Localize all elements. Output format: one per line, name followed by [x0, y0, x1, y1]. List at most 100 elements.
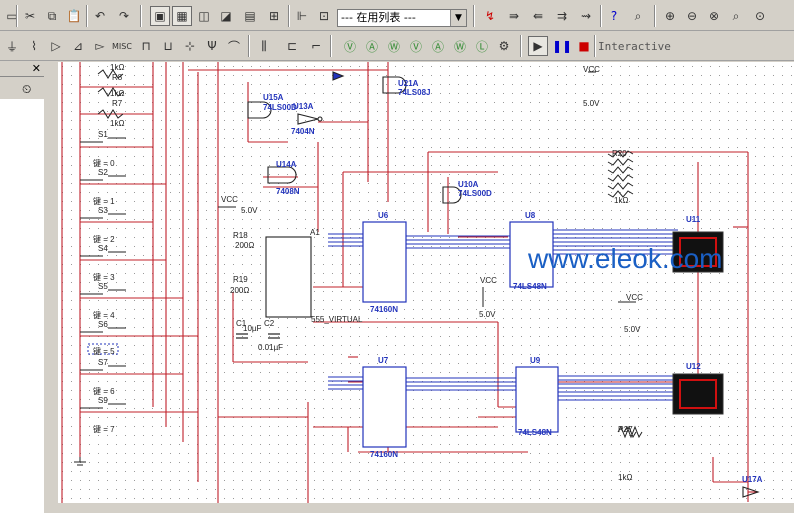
u6-type: 74160N — [370, 305, 398, 314]
vcc-mid-label: VCC — [480, 276, 497, 285]
r7-value: 1kΩ — [110, 119, 124, 128]
forward-annotate-icon[interactable]: ⇉ — [556, 9, 568, 23]
function-generator-icon[interactable]: Ⓐ — [365, 39, 378, 54]
back-annotate-icon[interactable]: ⇚ — [532, 9, 544, 23]
ladder-icon[interactable]: ⫼ — [261, 38, 267, 53]
electromech-icon[interactable]: ⌒ — [227, 39, 240, 54]
bode-plotter-icon[interactable]: Ⓐ — [431, 39, 444, 54]
mixed-icon[interactable]: ⊹ — [184, 39, 196, 53]
s5-key: 键 = 4 — [93, 310, 115, 320]
interactive-mode-label[interactable]: Interactive — [598, 40, 671, 53]
capacitors[interactable] — [236, 333, 280, 339]
in-use-list-value: --- 在用列表 --- — [341, 11, 416, 24]
switch-bank[interactable] — [80, 69, 126, 409]
oscilloscope-icon[interactable]: Ⓥ — [409, 39, 422, 54]
s4-label: S4 — [98, 244, 108, 253]
resistor-array-r20[interactable] — [607, 150, 634, 198]
toolbar-separator — [600, 5, 602, 27]
vcc-right-label: VCC — [626, 293, 643, 302]
new-subcircuit-icon[interactable]: ⊡ — [318, 9, 330, 23]
hierarchy-icon[interactable]: ⊩ — [296, 9, 308, 23]
horizontal-scrollbar[interactable] — [58, 503, 794, 513]
a1-label: A1 — [310, 228, 320, 237]
rf-icon[interactable]: Ψ — [207, 39, 217, 53]
pause-simulation-icon[interactable]: ❚❚ — [551, 39, 573, 53]
redo-icon[interactable]: ↷ — [118, 9, 130, 23]
zoom-in-icon[interactable]: ⊕ — [664, 9, 676, 23]
toolbar-separator — [140, 5, 142, 27]
basic-icon[interactable]: ⌇ — [31, 39, 37, 53]
clock-icon[interactable]: ⏲ — [22, 82, 32, 96]
gate-symbols[interactable] — [247, 71, 760, 498]
s7-key: 键 = 6 — [93, 386, 115, 396]
cut-icon[interactable]: ✂ — [24, 9, 36, 23]
schematic-drawing: 1kΩ R8 1kΩ R7 1kΩ S1 键 = 0 S2 键 = 1 S3 键… — [61, 62, 763, 504]
u17a-label: U17A — [742, 475, 763, 484]
r20-value: 1kΩ — [614, 196, 628, 205]
s5-label: S5 — [98, 282, 108, 291]
r7-label: R7 — [112, 99, 123, 108]
save-icon[interactable]: ▭ — [6, 9, 18, 23]
undo-icon[interactable]: ↶ — [94, 9, 106, 23]
r-top-value: 1kΩ — [110, 63, 124, 72]
u10a-type: 74LS00D — [458, 189, 492, 198]
u12-label: U12 — [686, 362, 701, 371]
c2-label: C2 — [264, 319, 275, 328]
chevron-down-icon[interactable]: ▼ — [450, 10, 466, 26]
paste-icon[interactable]: 📋 — [66, 9, 82, 23]
timer-555-box[interactable] — [265, 236, 312, 318]
wattmeter-icon[interactable]: Ⓦ — [387, 39, 400, 54]
c1-label: C1 — [236, 319, 247, 328]
watermark-text: www.eleok.com — [527, 243, 723, 274]
design-toolbox-panel: ✕ ⏲ — [0, 62, 45, 513]
u13a-label: U13A — [293, 102, 314, 111]
ttl-icon[interactable]: ⊓ — [141, 39, 151, 53]
misc-icon[interactable]: MISC — [112, 41, 132, 51]
diode-icon[interactable]: ▷ — [51, 39, 61, 53]
u8-type: 74LS48N — [513, 282, 547, 291]
main-toolbar: ▭ ✂ ⧉ 📋 ↶ ↷ ▣ ▦ ◫ ◪ ▤ ⊞ ⊩ ⊡ --- 在用列表 ---… — [0, 2, 794, 31]
database-manager-icon[interactable]: ▤ — [244, 9, 256, 23]
find-icon[interactable]: ⌕ — [634, 8, 642, 23]
component-wizard-icon[interactable]: ⊞ — [268, 9, 280, 23]
zoom-full-icon[interactable]: ⊙ — [754, 9, 766, 23]
s7-label: S7 — [98, 358, 108, 367]
zoom-fit-icon[interactable]: ⌕ — [732, 8, 740, 23]
zoom-area-icon[interactable]: ⊗ — [708, 9, 720, 23]
erc-icon[interactable]: ↯ — [484, 9, 496, 23]
annotate-icon[interactable]: ⇝ — [580, 9, 592, 23]
settings-gear-icon[interactable]: ⚙ — [498, 39, 510, 53]
ground-icon[interactable]: ⏚ — [5, 39, 18, 54]
bus-icon[interactable]: ⊏ — [286, 39, 298, 53]
seven-segment-displays[interactable] — [672, 231, 724, 415]
word-generator-icon[interactable]: Ⓦ — [453, 39, 466, 54]
s2-key: 键 = 1 — [93, 196, 115, 206]
panel-splitter[interactable] — [44, 62, 58, 513]
u15a-label: U15A — [263, 93, 284, 102]
help-icon[interactable]: ? — [610, 9, 618, 23]
u14a-label: U14A — [276, 160, 297, 169]
logic-analyzer-icon[interactable]: Ⓛ — [475, 39, 488, 54]
s6-key: 键 = 5 — [93, 346, 115, 356]
copy-icon[interactable]: ⧉ — [47, 8, 57, 23]
resistor-array-r27[interactable] — [617, 425, 643, 439]
multimeter-icon[interactable]: Ⓥ — [343, 39, 356, 54]
run-simulation-icon[interactable]: ▶ — [528, 36, 548, 56]
stop-simulation-icon[interactable]: ■ — [578, 39, 590, 53]
close-icon[interactable]: ✕ — [31, 62, 41, 75]
cmos-icon[interactable]: ⊔ — [163, 39, 173, 53]
postprocessor-icon[interactable]: ◪ — [220, 9, 232, 23]
analog-icon[interactable]: ▻ — [95, 39, 105, 53]
transistor-icon[interactable]: ⊿ — [72, 39, 84, 53]
transfer-icon[interactable]: ⇛ — [508, 9, 520, 23]
vcc-top-value: 5.0V — [583, 99, 600, 108]
zoom-out-icon[interactable]: ⊖ — [686, 9, 698, 23]
in-use-list-dropdown[interactable]: --- 在用列表 --- ▼ — [337, 9, 467, 27]
design-toolbox-icon[interactable]: ▣ — [150, 6, 170, 26]
ic-boxes[interactable] — [362, 221, 559, 448]
connector-icon[interactable]: ⌐ — [310, 39, 322, 53]
schematic-canvas[interactable]: 1kΩ R8 1kΩ R7 1kΩ S1 键 = 0 S2 键 = 1 S3 键… — [58, 62, 794, 504]
grapher-icon[interactable]: ◫ — [198, 9, 210, 23]
toolbar-separator — [86, 5, 88, 27]
spreadsheet-view-icon[interactable]: ▦ — [172, 6, 192, 26]
